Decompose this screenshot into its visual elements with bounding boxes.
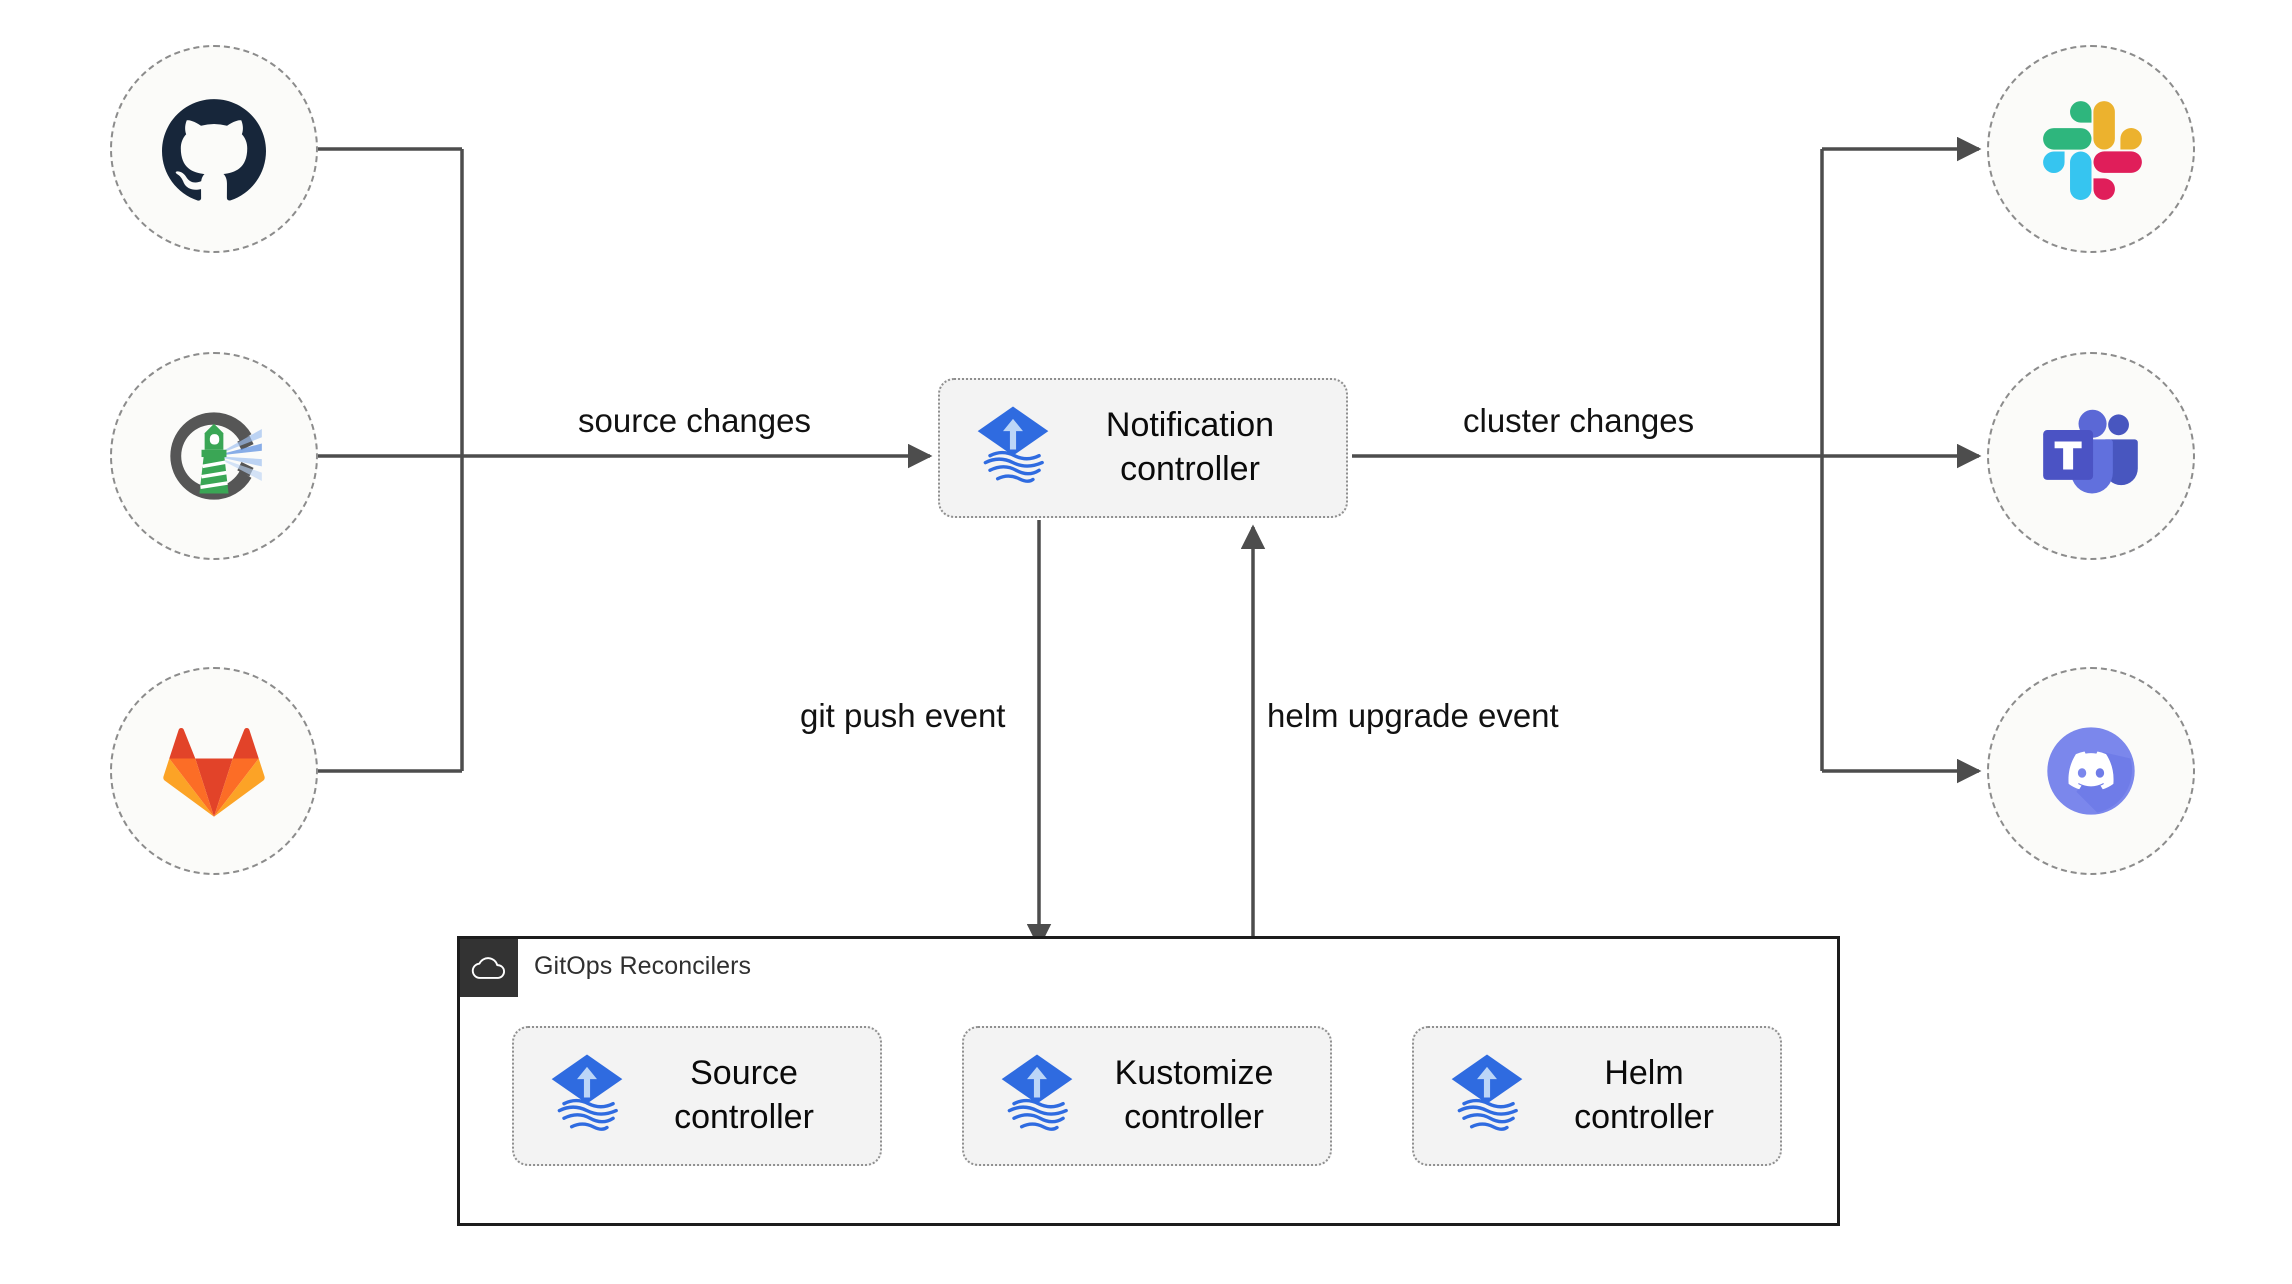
github-icon [162, 99, 266, 201]
source-controller-label: Source controller [674, 1054, 814, 1136]
flux-logo-icon [1001, 1054, 1073, 1131]
destination-node-slack[interactable] [1987, 45, 2195, 253]
gitlab-icon [163, 727, 265, 817]
gitops-group-badge [460, 939, 518, 997]
helm-controller-node[interactable]: Helm controller [1412, 1026, 1782, 1166]
harbor-icon [170, 412, 262, 500]
cloud-icon [471, 957, 505, 979]
slack-icon [2043, 101, 2142, 200]
notification-controller-node[interactable]: Notification controller [938, 378, 1348, 518]
edge-label-helm-upgrade-event: helm upgrade event [1267, 697, 1559, 734]
flux-logo-icon [551, 1054, 623, 1131]
ms-teams-icon [2043, 409, 2138, 494]
kustomize-controller-label: Kustomize controller [1114, 1054, 1274, 1136]
helm-controller-label: Helm controller [1574, 1054, 1714, 1136]
source-node-github[interactable] [110, 45, 318, 253]
source-controller-node[interactable]: Source controller [512, 1026, 882, 1166]
notification-controller-label: Notification controller [1105, 406, 1275, 488]
edge-label-git-push-event: git push event [800, 697, 1006, 734]
discord-icon [2047, 727, 2135, 815]
gitops-group-title: GitOps Reconcilers [534, 952, 752, 980]
destination-node-discord[interactable] [1987, 667, 2195, 875]
edge-label-source-changes: source changes [578, 402, 811, 439]
source-node-gitlab[interactable] [110, 667, 318, 875]
edge-label-cluster-changes: cluster changes [1463, 402, 1695, 439]
destination-node-teams[interactable] [1987, 352, 2195, 560]
source-node-harbor[interactable] [110, 352, 318, 560]
flux-logo-icon [977, 406, 1049, 483]
kustomize-controller-node[interactable]: Kustomize controller [962, 1026, 1332, 1166]
flux-logo-icon [1451, 1054, 1523, 1131]
